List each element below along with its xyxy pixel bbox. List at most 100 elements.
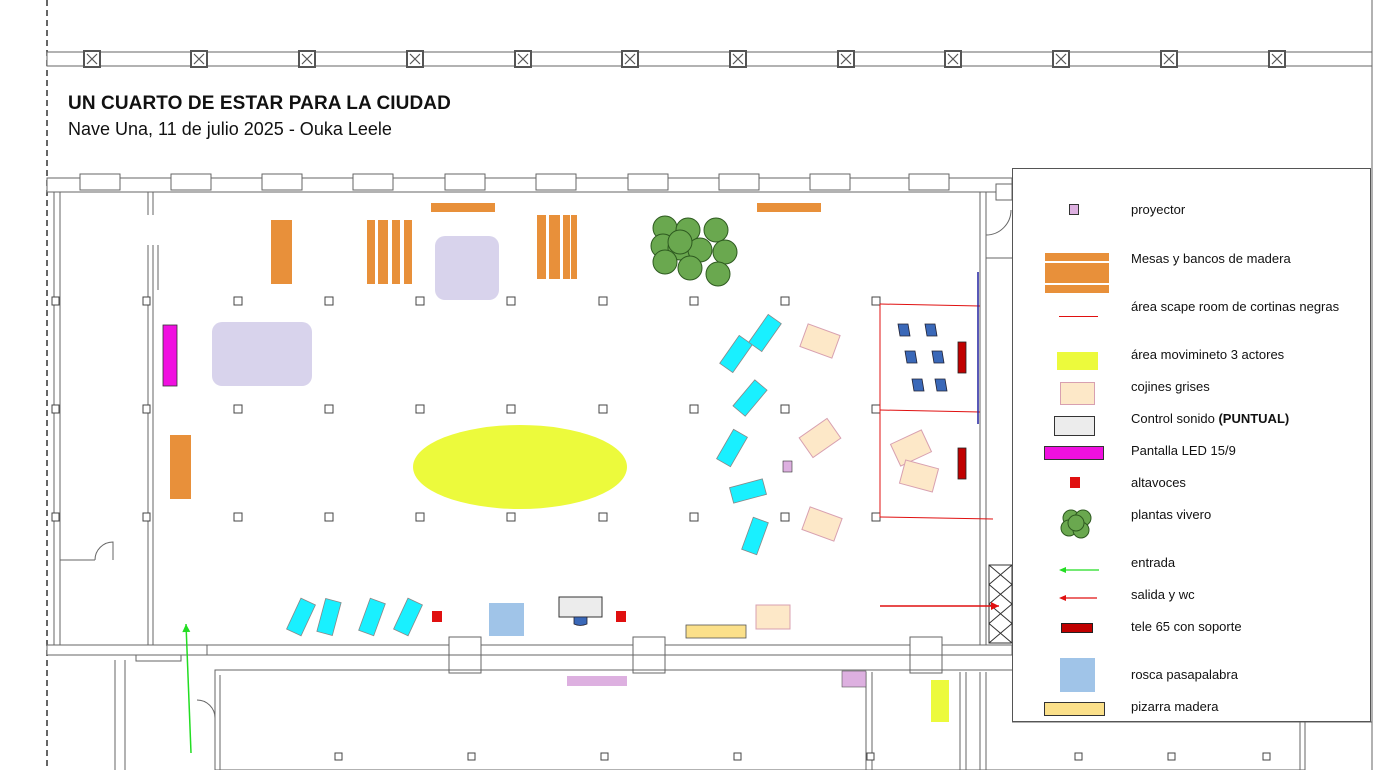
legend-item-proyector: proyector [1013, 202, 1370, 240]
yellow-area-icon [1057, 352, 1098, 370]
scape-room-line [879, 516, 994, 520]
column-x-cross [409, 53, 421, 65]
column-marker [780, 512, 790, 522]
column-marker [689, 404, 699, 414]
cyan-bench [393, 597, 423, 637]
plant-icon-leaf [1067, 514, 1085, 532]
lilac-area [435, 236, 499, 300]
legend-item-altavoces: altavoces [1013, 475, 1370, 513]
tv-65 [957, 447, 967, 480]
column-marker [733, 752, 742, 761]
legend-label: Pantalla LED 15/9 [1131, 443, 1236, 458]
wood-table [431, 203, 495, 212]
column-marker [51, 512, 60, 522]
page-title: UN CUARTO DE ESTAR PARA LA CIUDAD [68, 93, 451, 114]
cushion [799, 323, 841, 359]
speaker-icon [1070, 477, 1080, 488]
column-x-cross [1055, 53, 1067, 65]
legend-label: área movimineto 3 actores [1131, 347, 1285, 362]
wood-bench [537, 215, 546, 279]
plant [652, 249, 678, 275]
column-marker [506, 404, 516, 414]
window [718, 173, 760, 191]
column-marker [506, 512, 516, 522]
page-subtitle: Nave Una, 11 de julio 2025 - Ouka Leele [68, 119, 392, 139]
window [352, 173, 394, 191]
plant [705, 261, 731, 287]
entrance-arrow [185, 623, 192, 754]
column-x-cross [517, 53, 529, 65]
legend-label: pizarra madera [1131, 699, 1219, 714]
legend-panel: proyector Mesas y bancos de madera área … [1012, 168, 1371, 722]
wood-bench [571, 215, 577, 279]
cushion [801, 506, 843, 542]
legend-label: rosca pasapalabra [1131, 667, 1238, 682]
door-swing [196, 699, 216, 719]
wood-table [757, 203, 821, 212]
column-marker [233, 512, 243, 522]
cushion [898, 459, 940, 493]
window [535, 173, 577, 191]
window [79, 173, 121, 191]
plant-icon [1060, 509, 1092, 539]
door-swing [985, 209, 1012, 236]
cyan-bench [748, 313, 782, 353]
legend-label: entrada [1131, 555, 1176, 570]
cyan-bench [732, 379, 768, 417]
speaker [616, 611, 626, 622]
cushion-icon [1060, 382, 1095, 405]
legend-label: Mesas y bancos de madera [1131, 251, 1291, 266]
led-screen-icon [1044, 446, 1104, 460]
scape-room-line [879, 409, 981, 413]
wood-table [271, 220, 292, 284]
exit-arrow-icon-head [1059, 595, 1066, 601]
legend-label: proyector [1131, 202, 1186, 217]
window [261, 173, 303, 191]
plant [703, 217, 729, 243]
column-x-cross [624, 53, 636, 65]
cushion [798, 417, 842, 459]
legend-item-control: Control sonido (PUNTUAL) [1013, 411, 1370, 449]
cyan-bench [716, 428, 748, 468]
column-marker [1167, 752, 1176, 761]
chair [911, 378, 925, 392]
chair [934, 378, 948, 392]
legend-item-plantas: plantas vivero [1013, 507, 1370, 545]
entrance-arrow-icon-head [1059, 567, 1066, 573]
plant [712, 239, 738, 265]
legend-item-rosca: rosca pasapalabra [1013, 658, 1370, 705]
column-marker [689, 296, 699, 306]
column-x-cross [840, 53, 852, 65]
door-swing [94, 541, 114, 561]
south-wall-step [135, 654, 182, 662]
column-marker [415, 296, 425, 306]
movement-area [413, 425, 627, 509]
tv-65 [957, 341, 967, 374]
legend-label: Control sonido (PUNTUAL) [1131, 411, 1289, 427]
legend-item-pantalla: Pantalla LED 15/9 [1013, 443, 1370, 481]
projector-lower [841, 670, 867, 688]
column-marker [324, 512, 334, 522]
column-marker [142, 296, 151, 306]
column-marker [598, 296, 608, 306]
tv-icon [1061, 623, 1093, 633]
column-marker [871, 512, 881, 522]
speaker [432, 611, 442, 622]
projector-icon [1069, 204, 1079, 215]
stair-hatch [988, 564, 1013, 585]
cyan-bench [719, 334, 753, 374]
south-wall-west [46, 644, 208, 656]
lilac-area [212, 322, 312, 386]
legend-label: plantas vivero [1131, 507, 1212, 522]
yellow-area-lower [931, 680, 949, 722]
south-wall [206, 644, 1013, 656]
cushion [889, 429, 933, 467]
legend-label-bold: (PUNTUAL) [1218, 411, 1290, 426]
exit-arrow-icon [1059, 595, 1097, 601]
chair [897, 323, 911, 337]
window [170, 173, 212, 191]
window [809, 173, 851, 191]
legend-item-pizarra: pizarra madera [1013, 699, 1370, 737]
column-marker [1262, 752, 1271, 761]
